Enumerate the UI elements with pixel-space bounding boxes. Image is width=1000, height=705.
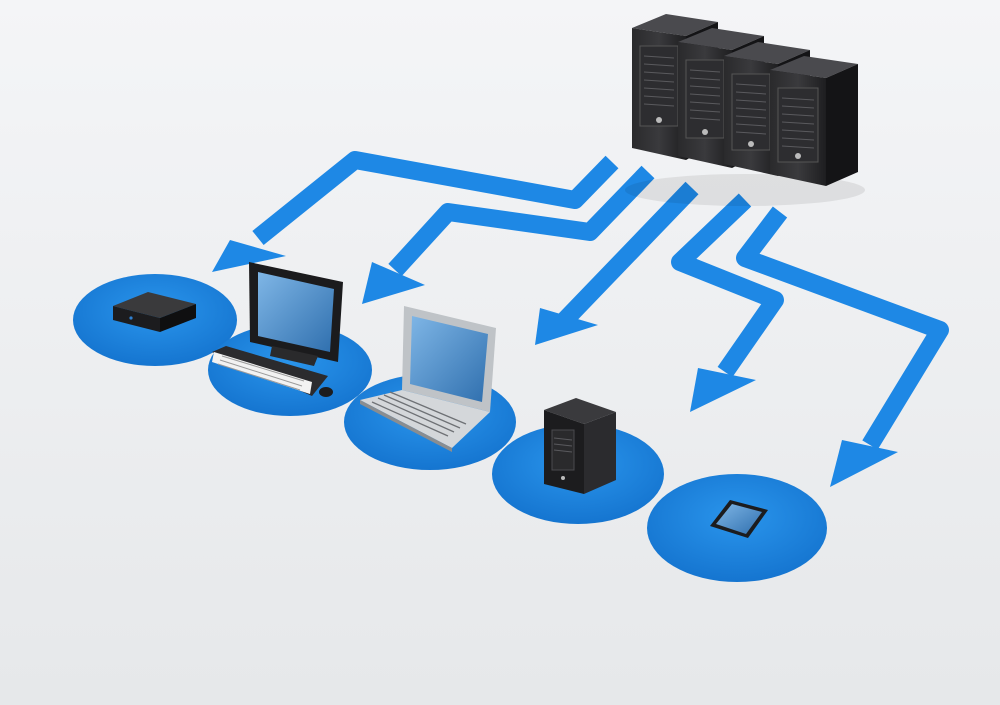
arrow-to-laptop [558, 181, 699, 327]
connection-arrows [252, 151, 949, 450]
arrow-to-set-top-box [252, 151, 619, 246]
arrowhead-set-top-box [212, 240, 286, 272]
arrow-heads [212, 240, 898, 487]
arrowhead-tower [690, 368, 756, 412]
arrowhead-tablet [830, 440, 898, 487]
server-rack [625, 14, 865, 206]
arrowhead-laptop [535, 308, 598, 345]
arrowhead-desktop [362, 262, 425, 304]
arrow-to-desktop [388, 165, 655, 277]
arrow-to-tablet [736, 206, 949, 450]
desktop-computer-icon [212, 262, 343, 397]
set-top-box-icon [113, 292, 196, 332]
tablet-icon [710, 500, 768, 538]
tower-pc-icon [544, 398, 616, 494]
laptop-icon [360, 306, 496, 452]
server-unit-4 [770, 56, 858, 186]
arrow-to-tower [671, 193, 784, 378]
